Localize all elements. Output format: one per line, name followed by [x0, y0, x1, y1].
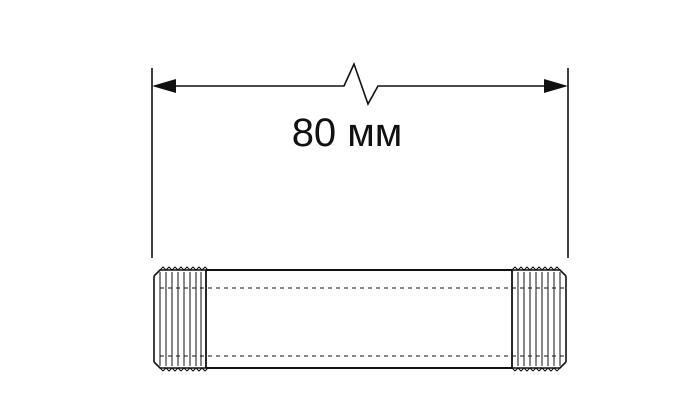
arrowhead-left [152, 79, 176, 93]
dimension-line [166, 61, 554, 106]
left-thread [153, 266, 209, 372]
pipe-nipple [153, 266, 567, 372]
arrowhead-right [544, 79, 568, 93]
dimension-label: 80 мм [292, 111, 403, 155]
right-thread [511, 266, 567, 372]
